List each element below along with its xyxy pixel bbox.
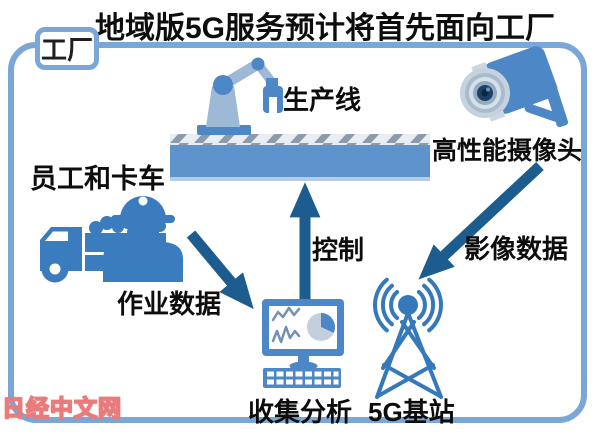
production-line-label: 生产线 (283, 85, 362, 115)
workers-trucks-label: 员工和卡车 (30, 164, 165, 194)
keyboard-icon (263, 368, 341, 388)
worker-icon (103, 196, 183, 282)
line-chart-icon (271, 325, 301, 344)
analysis-label: 收集分析 (248, 397, 353, 427)
base-station-label: 5G基站 (368, 397, 455, 427)
camera-icon (460, 46, 569, 128)
operation-data-arrow (186, 230, 254, 310)
line-chart-icon (271, 306, 301, 322)
monitor-icon (262, 299, 344, 371)
page-title: 地域版5G服务预计将首先面向工厂 (94, 12, 556, 45)
camera-label: 高性能摄像头 (432, 137, 583, 165)
operation-data-label: 作业数据 (117, 289, 222, 319)
robot-arm-icon (197, 57, 283, 135)
factory-boundary (8, 42, 587, 423)
conveyor-belt-icon (170, 134, 430, 181)
radio-waves-icon (373, 277, 443, 333)
video-data-label: 影像数据 (464, 234, 569, 264)
video-data-arrow (418, 161, 544, 280)
factory-tab: 工厂 (35, 27, 99, 70)
factory-tab-label: 工厂 (40, 35, 93, 65)
watermark: 日经中文网 (1, 394, 122, 422)
control-label: 控制 (312, 235, 365, 265)
5g-tower-icon (373, 277, 443, 399)
